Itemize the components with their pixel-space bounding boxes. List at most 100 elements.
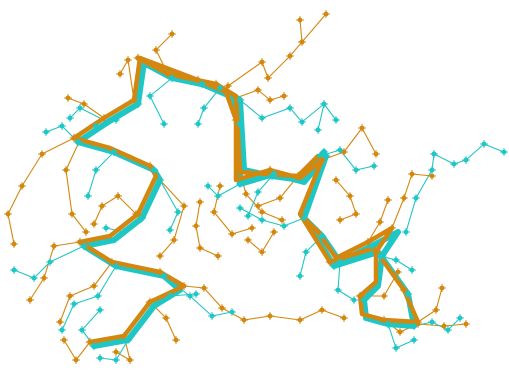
side-chain-bond <box>207 183 241 197</box>
atom-marker <box>384 196 392 204</box>
atom-marker <box>100 114 108 122</box>
atom-marker <box>68 210 76 218</box>
backbone-atom <box>85 337 95 347</box>
atom-marker <box>392 344 400 352</box>
atom-marker <box>62 166 70 174</box>
side-chain-bond <box>417 287 443 323</box>
atom-marker <box>208 312 216 320</box>
backbone-atom <box>317 231 327 241</box>
atom-marker <box>196 198 204 206</box>
atom-marker <box>236 180 244 188</box>
atom-marker <box>428 318 436 326</box>
backbone-atom <box>293 171 303 181</box>
atom-marker <box>112 262 120 270</box>
atom-marker <box>196 244 204 252</box>
atom-marker <box>210 208 218 216</box>
atom-marker <box>402 228 410 236</box>
atom-marker <box>254 86 262 94</box>
side-chain-bond <box>433 143 505 165</box>
side-chain-bond <box>337 261 355 301</box>
atom-marker <box>286 52 294 60</box>
atom-marker <box>214 252 222 260</box>
atom-marker <box>146 92 154 100</box>
atom-marker <box>110 148 118 156</box>
atom-marker <box>296 272 304 280</box>
atom-marker <box>38 150 46 158</box>
atom-marker <box>168 30 176 38</box>
backbone-atom <box>235 167 245 177</box>
atom-marker <box>372 150 380 158</box>
atom-marker <box>104 118 112 126</box>
atom-marker <box>224 82 232 90</box>
atom-marker <box>232 94 240 102</box>
backbone-atom <box>69 133 79 143</box>
atom-marker <box>440 322 448 330</box>
atom-marker <box>90 220 98 228</box>
atom-marker <box>172 336 180 344</box>
side-chain-bond <box>149 77 173 125</box>
backbone-atom <box>377 251 387 261</box>
atom-marker <box>296 16 304 24</box>
atom-marker <box>164 70 172 78</box>
atom-marker <box>332 176 340 184</box>
atom-marker <box>258 58 266 66</box>
atom-marker <box>204 182 212 190</box>
side-chain-bond <box>183 285 345 321</box>
atom-marker <box>124 336 132 344</box>
backbone-atom <box>75 237 85 247</box>
atom-marker <box>264 74 272 82</box>
side-chain-bond <box>319 149 375 171</box>
backbone-atom <box>325 257 335 267</box>
side-chain-bond <box>317 103 337 131</box>
backbone-atom <box>269 169 279 179</box>
side-chain-bond <box>235 89 285 101</box>
atom-marker <box>302 248 310 256</box>
atom-marker <box>396 328 404 336</box>
atom-marker <box>58 122 66 130</box>
atom-marker <box>70 300 78 308</box>
backbone-atom <box>149 165 159 175</box>
backbone-atom <box>403 289 413 299</box>
atom-marker <box>156 176 164 184</box>
atom-marker <box>228 230 236 238</box>
atom-marker <box>26 296 34 304</box>
atom-marker <box>200 104 208 112</box>
atom-marker <box>166 292 174 300</box>
backbone-atom <box>133 53 143 63</box>
atom-marker <box>462 320 470 328</box>
atom-marker <box>258 216 266 224</box>
atom-marker <box>432 306 440 314</box>
atom-marker <box>408 266 416 274</box>
atom-marker <box>112 348 120 356</box>
atom-marker <box>500 148 508 156</box>
backbone-atom <box>89 341 99 351</box>
atom-marker <box>400 194 408 202</box>
backbone-atom <box>321 151 331 161</box>
atom-marker <box>10 240 18 248</box>
atom-marker <box>64 94 72 102</box>
backbone-atom <box>149 301 159 311</box>
backbone-atom <box>145 161 155 171</box>
atom-marker <box>346 192 354 200</box>
atom-marker <box>352 210 360 218</box>
atom-marker <box>258 208 266 216</box>
atom-marker <box>266 312 274 320</box>
atom-marker <box>56 318 64 326</box>
atom-marker <box>120 332 128 340</box>
backbone-atom <box>363 237 373 247</box>
atom-marker <box>90 282 98 290</box>
atom-marker <box>80 100 88 108</box>
backbone-atom <box>371 247 381 257</box>
backbone-atom <box>133 99 143 109</box>
atom-marker <box>120 228 128 236</box>
atom-marker <box>388 224 396 232</box>
side-chain-bond <box>61 265 117 331</box>
atom-marker <box>112 356 120 364</box>
side-chain-bond <box>391 173 433 229</box>
atom-marker <box>124 56 132 64</box>
atom-marker <box>350 296 358 304</box>
atom-marker <box>430 150 438 158</box>
atom-marker <box>60 336 68 344</box>
atom-marker <box>336 216 344 224</box>
